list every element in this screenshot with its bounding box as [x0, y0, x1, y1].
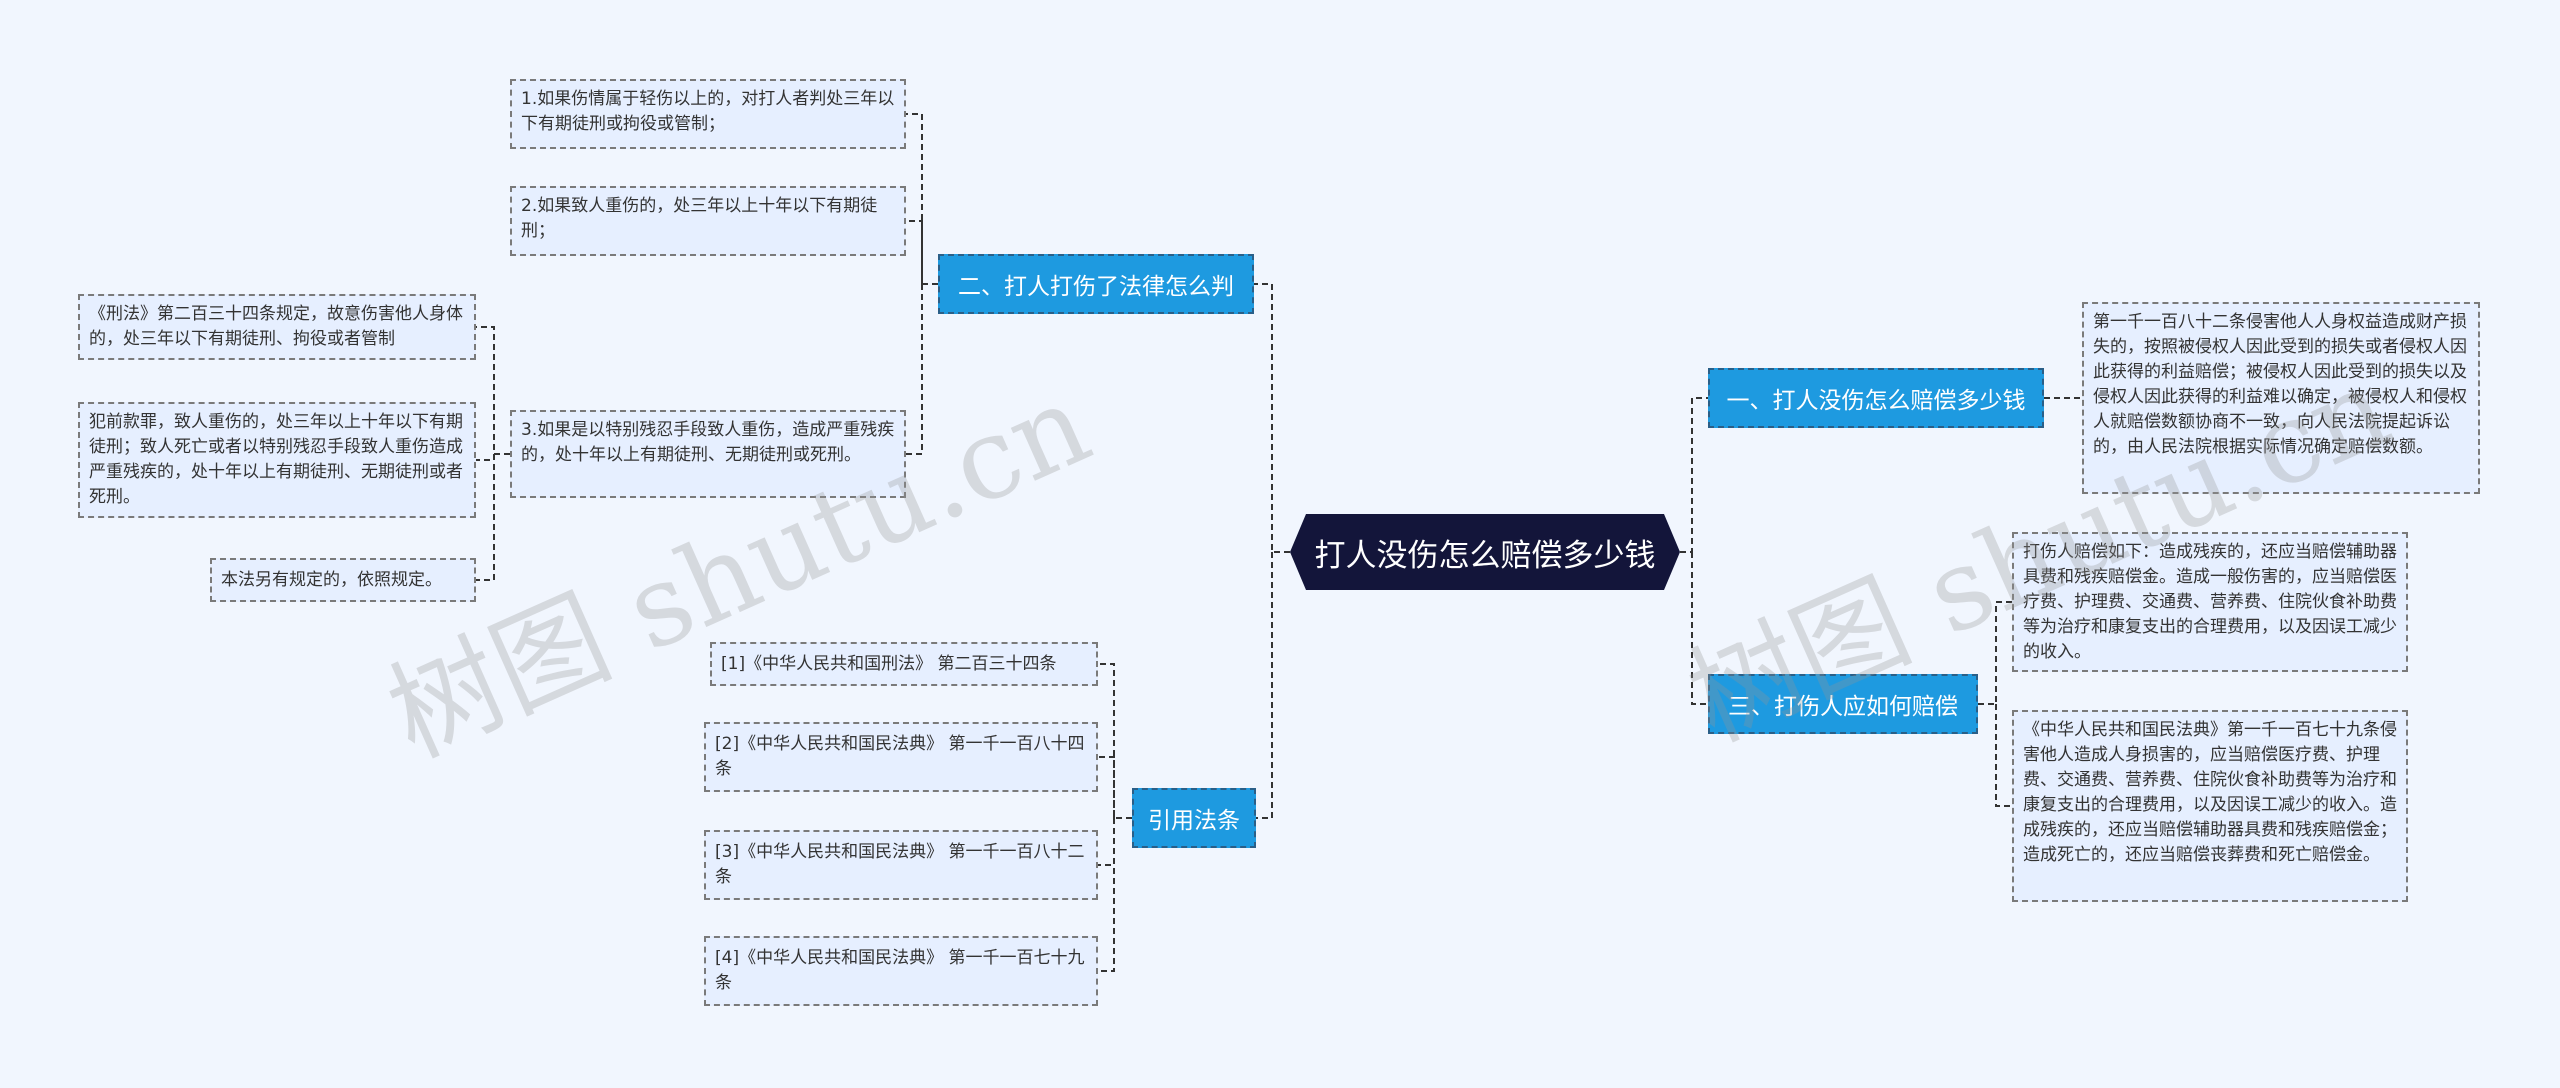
branch-compensation[interactable]: 一、打人没伤怎么赔偿多少钱 [1708, 368, 2044, 428]
criminal-law-article[interactable]: 《刑法》第二百三十四条规定，故意伤害他人身体的，处三年以下有期徒刑、拘役或者管制 [78, 294, 476, 360]
judge-item-3[interactable]: 3.如果是以特别残忍手段致人重伤，造成严重残疾的，处十年以上有期徒刑、无期徒刑或… [510, 410, 906, 498]
connector-law [476, 326, 510, 581]
judge-item-1[interactable]: 1.如果伤情属于轻伤以上的，对打人者判处三年以下有期徒刑或拘役或管制； [510, 79, 906, 149]
branch-how[interactable]: 三、打伤人应如何赔偿 [1708, 674, 1978, 734]
connector-root-right [1680, 397, 1708, 705]
compensation-item-1[interactable]: 第一千一百八十二条侵害他人人身权益造成财产损失的，按照被侵权人因此受到的损失或者… [2082, 302, 2480, 494]
branch-how-label: 三、打伤人应如何赔偿 [1728, 694, 1958, 720]
connector-refs [1098, 663, 1132, 972]
how-item-1[interactable]: 打伤人赔偿如下：造成残疾的，还应当赔偿辅助器具费和残疾赔偿金。造成一般伤害的，应… [2012, 532, 2408, 672]
branch-judge[interactable]: 二、打人打伤了法律怎么判 [938, 254, 1254, 314]
judge-item-2[interactable]: 2.如果致人重伤的，处三年以上十年以下有期徒刑； [510, 186, 906, 256]
how-item-2[interactable]: 《中华人民共和国民法典》第一千一百七十九条侵害他人造成人身损害的，应当赔偿医疗费… [2012, 710, 2408, 902]
connector-how [1978, 601, 2012, 807]
root-label: 打人没伤怎么赔偿多少钱 [1314, 537, 1656, 574]
ref-item-3[interactable]: [3]《中华人民共和国民法典》 第一千一百八十二条 [704, 830, 1098, 900]
ref-item-2[interactable]: [2]《中华人民共和国民法典》 第一千一百八十四条 [704, 722, 1098, 792]
criminal-law-other[interactable]: 本法另有规定的，依照规定。 [210, 558, 476, 602]
criminal-law-clause[interactable]: 犯前款罪，致人重伤的，处三年以上十年以下有期徒刑；致人死亡或者以特别残忍手段致人… [78, 402, 476, 518]
ref-item-1[interactable]: [1]《中华人民共和国刑法》 第二百三十四条 [710, 642, 1098, 686]
root-node[interactable]: 打人没伤怎么赔偿多少钱 [1290, 514, 1680, 590]
connector-judge-items [906, 113, 938, 455]
connector-root-left [1254, 283, 1290, 819]
ref-item-4[interactable]: [4]《中华人民共和国民法典》 第一千一百七十九条 [704, 936, 1098, 1006]
branch-judge-label: 二、打人打伤了法律怎么判 [958, 274, 1234, 300]
branch-refs[interactable]: 引用法条 [1132, 788, 1256, 848]
branch-refs-label: 引用法条 [1148, 808, 1240, 834]
branch-compensation-label: 一、打人没伤怎么赔偿多少钱 [1726, 388, 2026, 414]
